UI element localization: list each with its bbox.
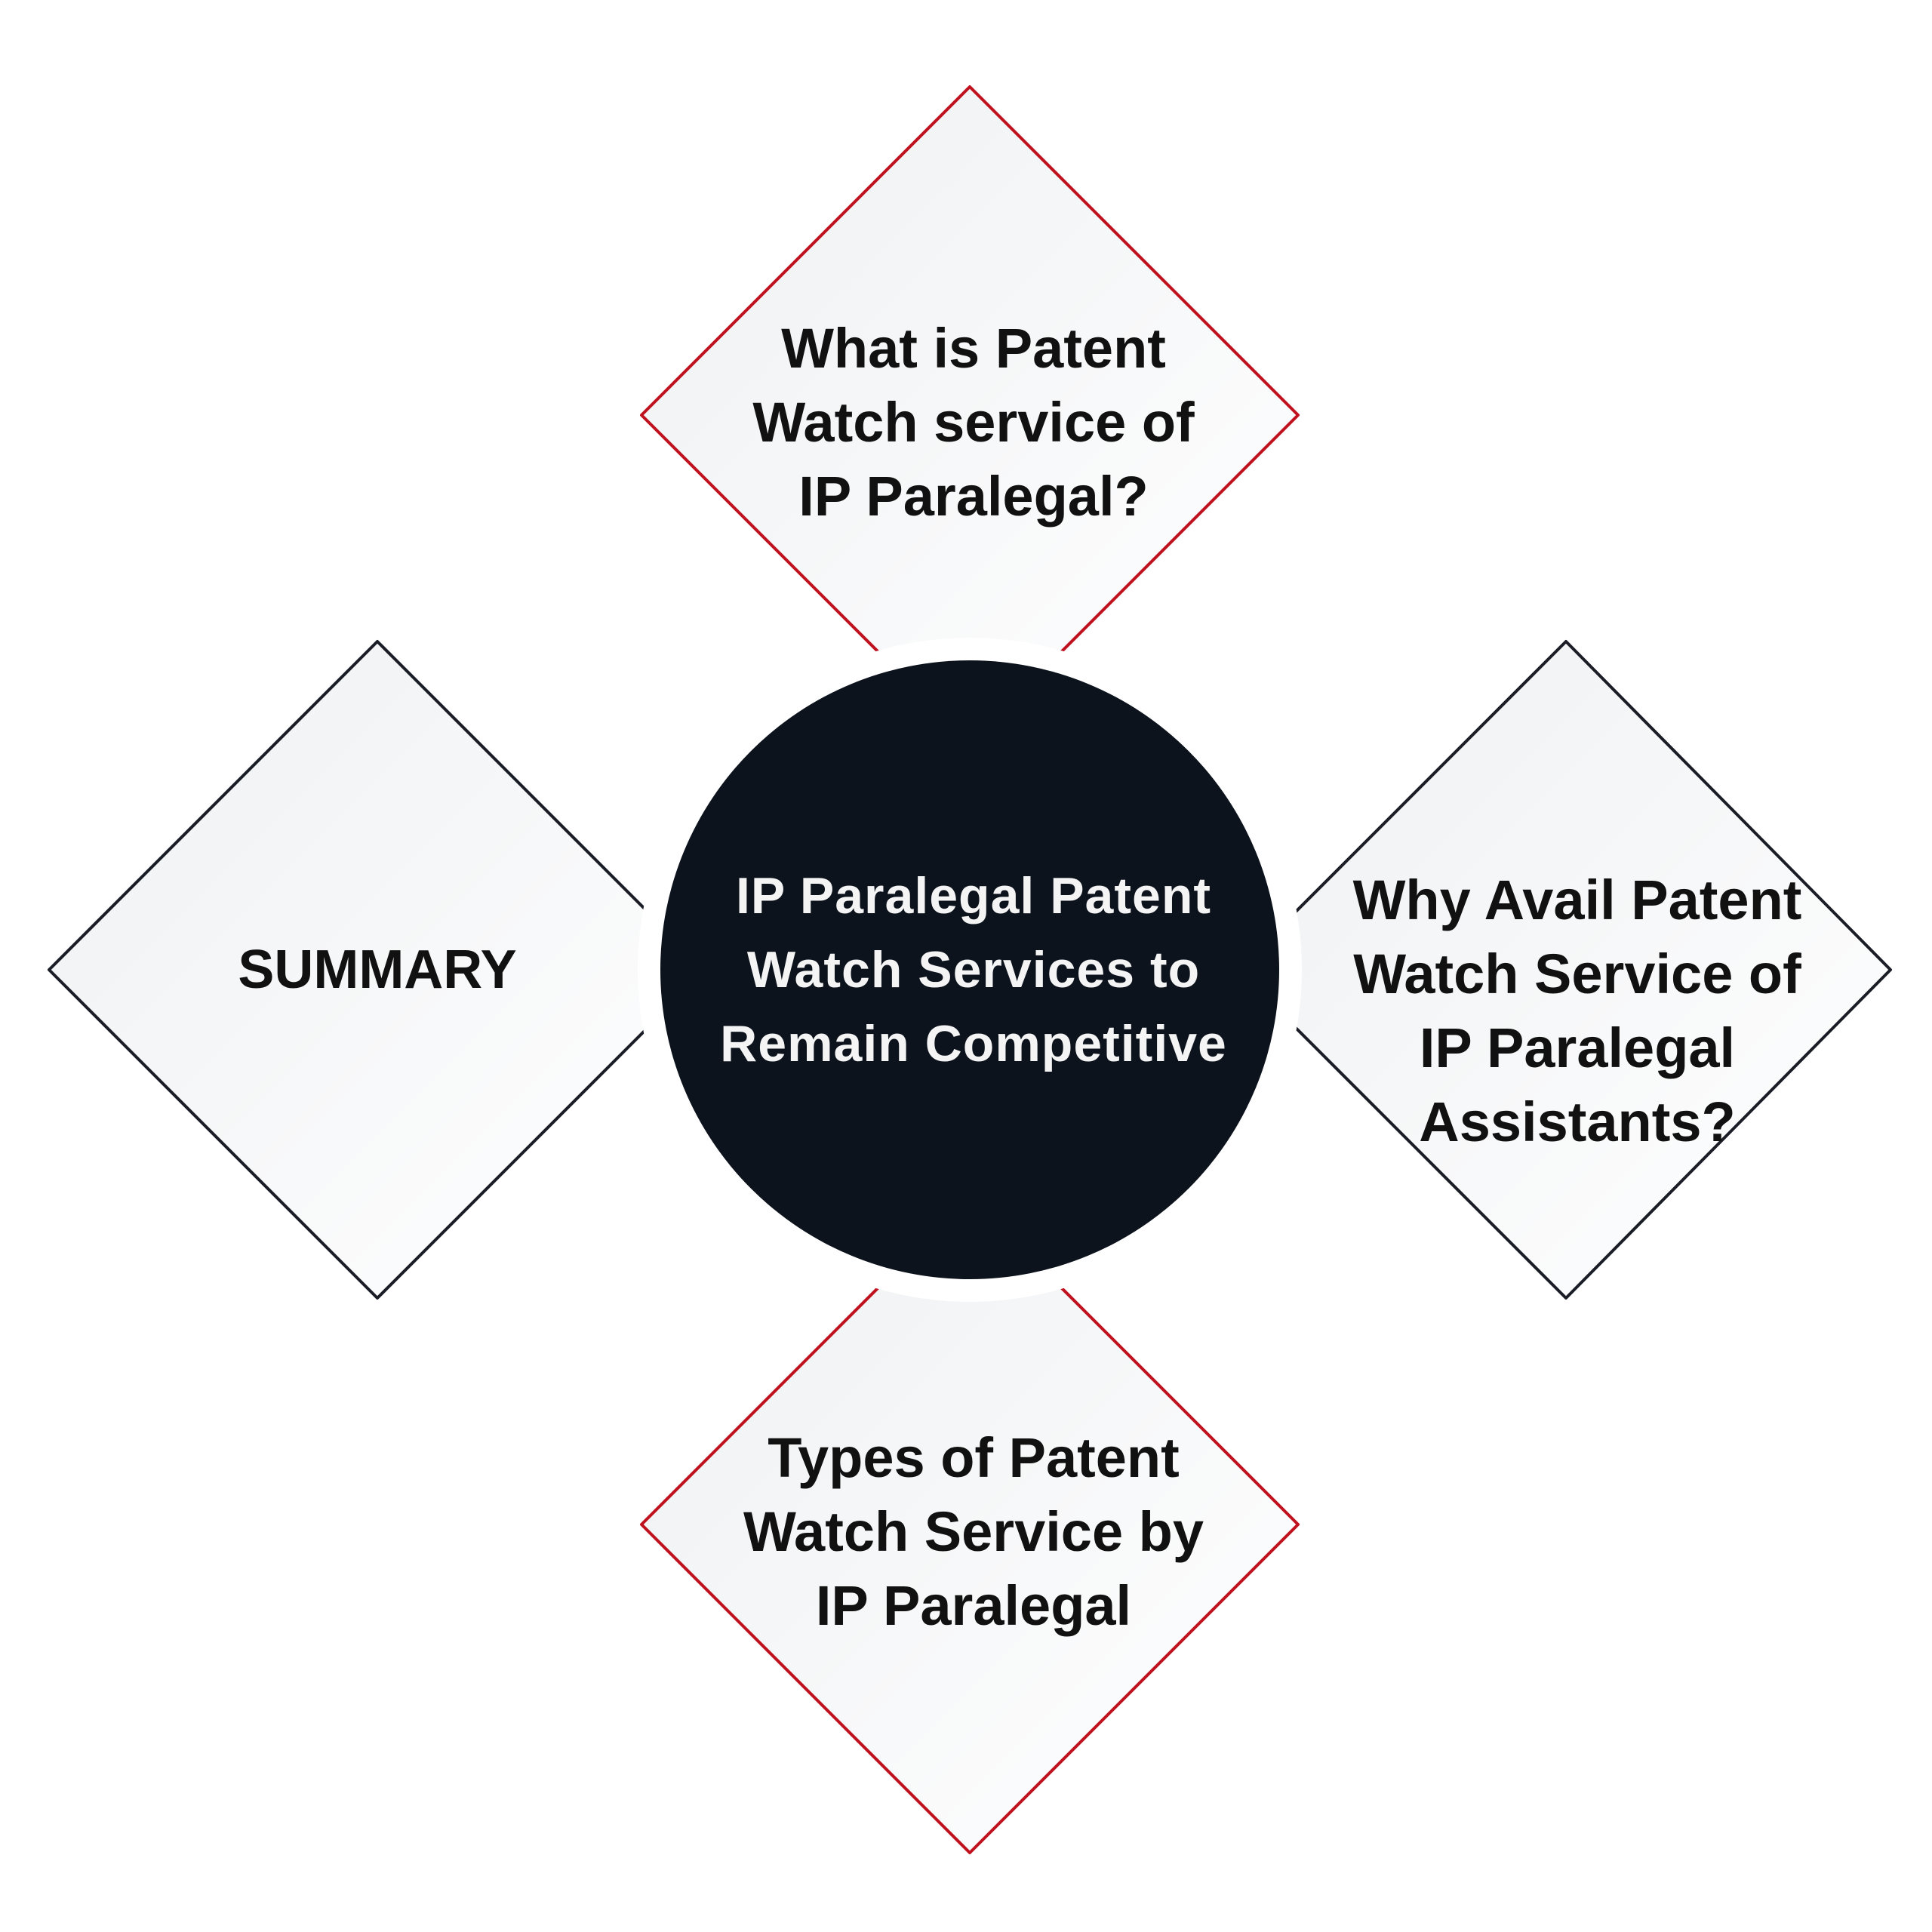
- center-title-line-3: Remain Competitive: [720, 1007, 1227, 1081]
- center-title-line-1: IP Paralegal Patent: [736, 859, 1211, 933]
- center-title-line-2: Watch Services to: [747, 933, 1200, 1007]
- node-bottom-line-3: IP Paralegal: [816, 1569, 1131, 1643]
- node-label-bottom: Types of Patent Watch Service by IP Para…: [657, 1404, 1291, 1660]
- node-label-top: What is Patent Watch service of IP Paral…: [657, 294, 1291, 551]
- node-left-line-1: SUMMARY: [238, 933, 516, 1007]
- node-top-line-2: Watch service of: [752, 386, 1194, 460]
- center-title: IP Paralegal Patent Watch Services to Re…: [664, 841, 1283, 1098]
- node-right-line-2: Watch Service of: [1353, 937, 1801, 1011]
- node-top-line-3: IP Paralegal?: [798, 460, 1148, 534]
- node-right-line-1: Why Avail Patent: [1353, 863, 1802, 937]
- node-label-left: SUMMARY: [136, 872, 619, 1068]
- node-label-right: Why Avail Patent Watch Service of IP Par…: [1298, 860, 1857, 1162]
- node-top-line-1: What is Patent: [781, 312, 1166, 386]
- node-right-line-3: IP Paralegal: [1420, 1011, 1735, 1085]
- node-bottom-line-1: Types of Patent: [768, 1421, 1180, 1495]
- node-right-line-4: Assistants?: [1419, 1085, 1735, 1159]
- node-bottom-line-2: Watch Service by: [743, 1495, 1204, 1569]
